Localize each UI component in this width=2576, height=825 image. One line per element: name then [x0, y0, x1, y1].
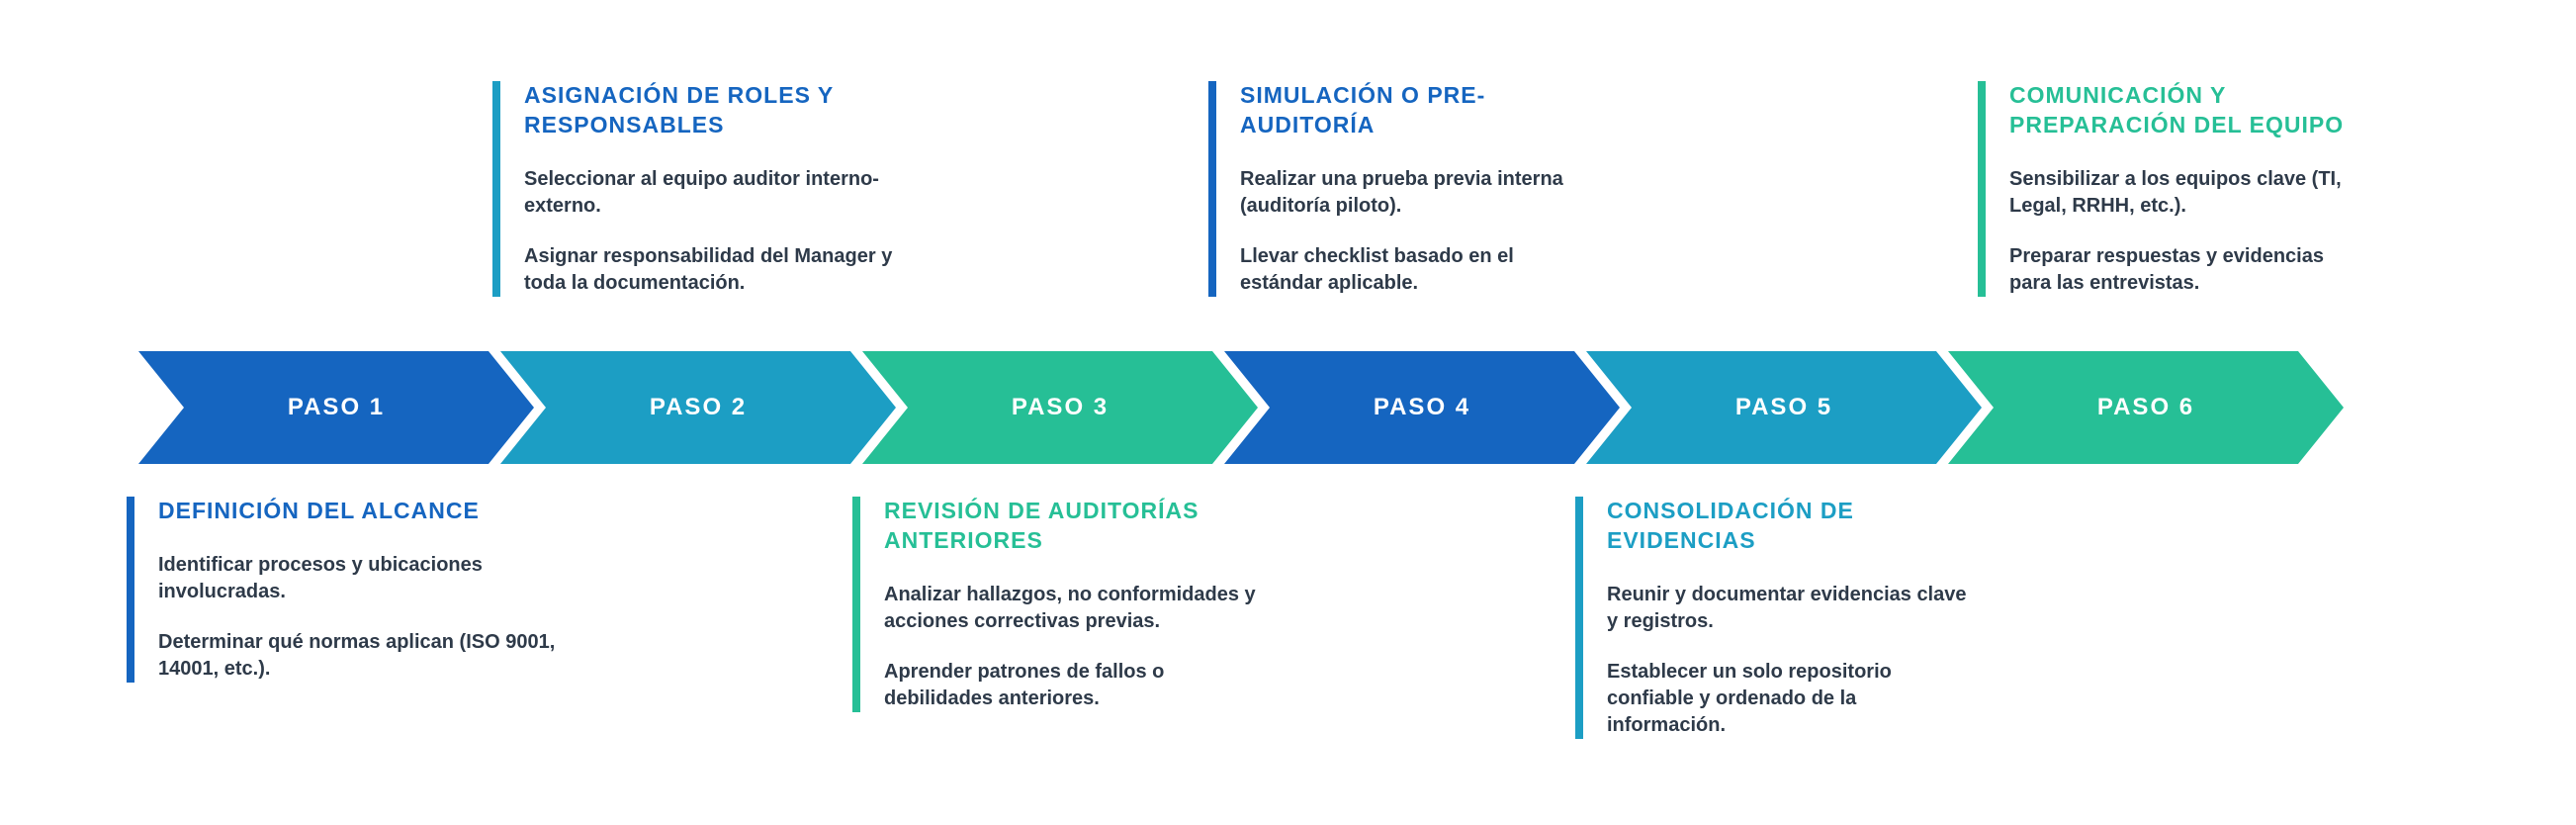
info-paragraph: Reunir y documentar evidencias clave y r…	[1607, 583, 1967, 632]
accent-bar	[1978, 81, 1986, 297]
step-arrow-paso-6: PASO 6	[1948, 351, 2344, 464]
info-paragraph: Identificar procesos y ubicaciones invol…	[158, 553, 483, 602]
info-content: DEFINICIÓN DEL ALCANCE Identificar proce…	[158, 497, 591, 683]
info-paragraph: Aprender patrones de fallos o debilidade…	[884, 660, 1165, 709]
info-paragraph: Realizar una prueba previa interna (audi…	[1240, 167, 1563, 217]
info-paragraph: Establecer un solo repositorio confiable…	[1607, 660, 1892, 736]
accent-bar	[852, 497, 860, 712]
info-block-paso-1: DEFINICIÓN DEL ALCANCE Identificar proce…	[127, 497, 591, 683]
info-paragraph: Llevar checklist basado en el estándar a…	[1240, 244, 1514, 294]
info-heading: REVISIÓN DE AUDITORÍAS ANTERIORES	[884, 498, 1199, 553]
info-paragraph: Sensibilizar a los equipos clave (TI, Le…	[2009, 167, 2342, 217]
step-arrow-row: PASO 1 PASO 2 PASO 3 PASO 4 PASO 5 PASO …	[138, 351, 2344, 464]
accent-bar	[492, 81, 500, 297]
step-arrow-paso-4: PASO 4	[1224, 351, 1620, 464]
step-label: PASO 5	[1734, 394, 1833, 420]
info-heading: COMUNICACIÓN Y PREPARACIÓN DEL EQUIPO	[2009, 82, 2345, 138]
info-block-paso-4: SIMULACIÓN O PRE-AUDITORÍA Realizar una …	[1208, 81, 1564, 297]
step-arrow-paso-2: PASO 2	[500, 351, 896, 464]
info-heading: ASIGNACIÓN DE ROLES Y RESPONSABLES	[524, 82, 834, 138]
step-label: PASO 4	[1373, 394, 1471, 420]
info-block-paso-5: CONSOLIDACIÓN DE EVIDENCIAS Reunir y doc…	[1575, 497, 1971, 739]
info-content: ASIGNACIÓN DE ROLES Y RESPONSABLES Selec…	[524, 81, 928, 297]
info-paragraph: Asignar responsabilidad del Manager y to…	[524, 244, 893, 294]
info-heading: CONSOLIDACIÓN DE EVIDENCIAS	[1607, 498, 1854, 553]
info-paragraph: Preparar respuestas y evidencias para la…	[2009, 244, 2324, 294]
step-arrow-paso-3: PASO 3	[862, 351, 1258, 464]
accent-bar	[1575, 497, 1583, 739]
info-content: REVISIÓN DE AUDITORÍAS ANTERIORES Analiz…	[884, 497, 1278, 712]
step-label: PASO 2	[649, 394, 748, 420]
step-label: PASO 1	[287, 394, 386, 420]
accent-bar	[127, 497, 134, 683]
step-label: PASO 3	[1011, 394, 1110, 420]
info-heading: SIMULACIÓN O PRE-AUDITORÍA	[1240, 82, 1486, 138]
step-arrow-paso-1: PASO 1	[138, 351, 534, 464]
info-heading: DEFINICIÓN DEL ALCANCE	[158, 498, 480, 523]
info-content: SIMULACIÓN O PRE-AUDITORÍA Realizar una …	[1240, 81, 1564, 297]
info-block-paso-6: COMUNICACIÓN Y PREPARACIÓN DEL EQUIPO Se…	[1978, 81, 2354, 297]
info-block-paso-3: REVISIÓN DE AUDITORÍAS ANTERIORES Analiz…	[852, 497, 1278, 712]
info-content: COMUNICACIÓN Y PREPARACIÓN DEL EQUIPO Se…	[2009, 81, 2354, 297]
info-paragraph: Seleccionar al equipo auditor interno-ex…	[524, 167, 879, 217]
step-label: PASO 6	[2096, 394, 2195, 420]
info-paragraph: Analizar hallazgos, no conformidades y a…	[884, 583, 1256, 632]
step-arrow-paso-5: PASO 5	[1586, 351, 1982, 464]
info-content: CONSOLIDACIÓN DE EVIDENCIAS Reunir y doc…	[1607, 497, 1971, 739]
info-paragraph: Determinar qué normas aplican (ISO 9001,…	[158, 630, 556, 680]
info-block-paso-2: ASIGNACIÓN DE ROLES Y RESPONSABLES Selec…	[492, 81, 928, 297]
accent-bar	[1208, 81, 1216, 297]
